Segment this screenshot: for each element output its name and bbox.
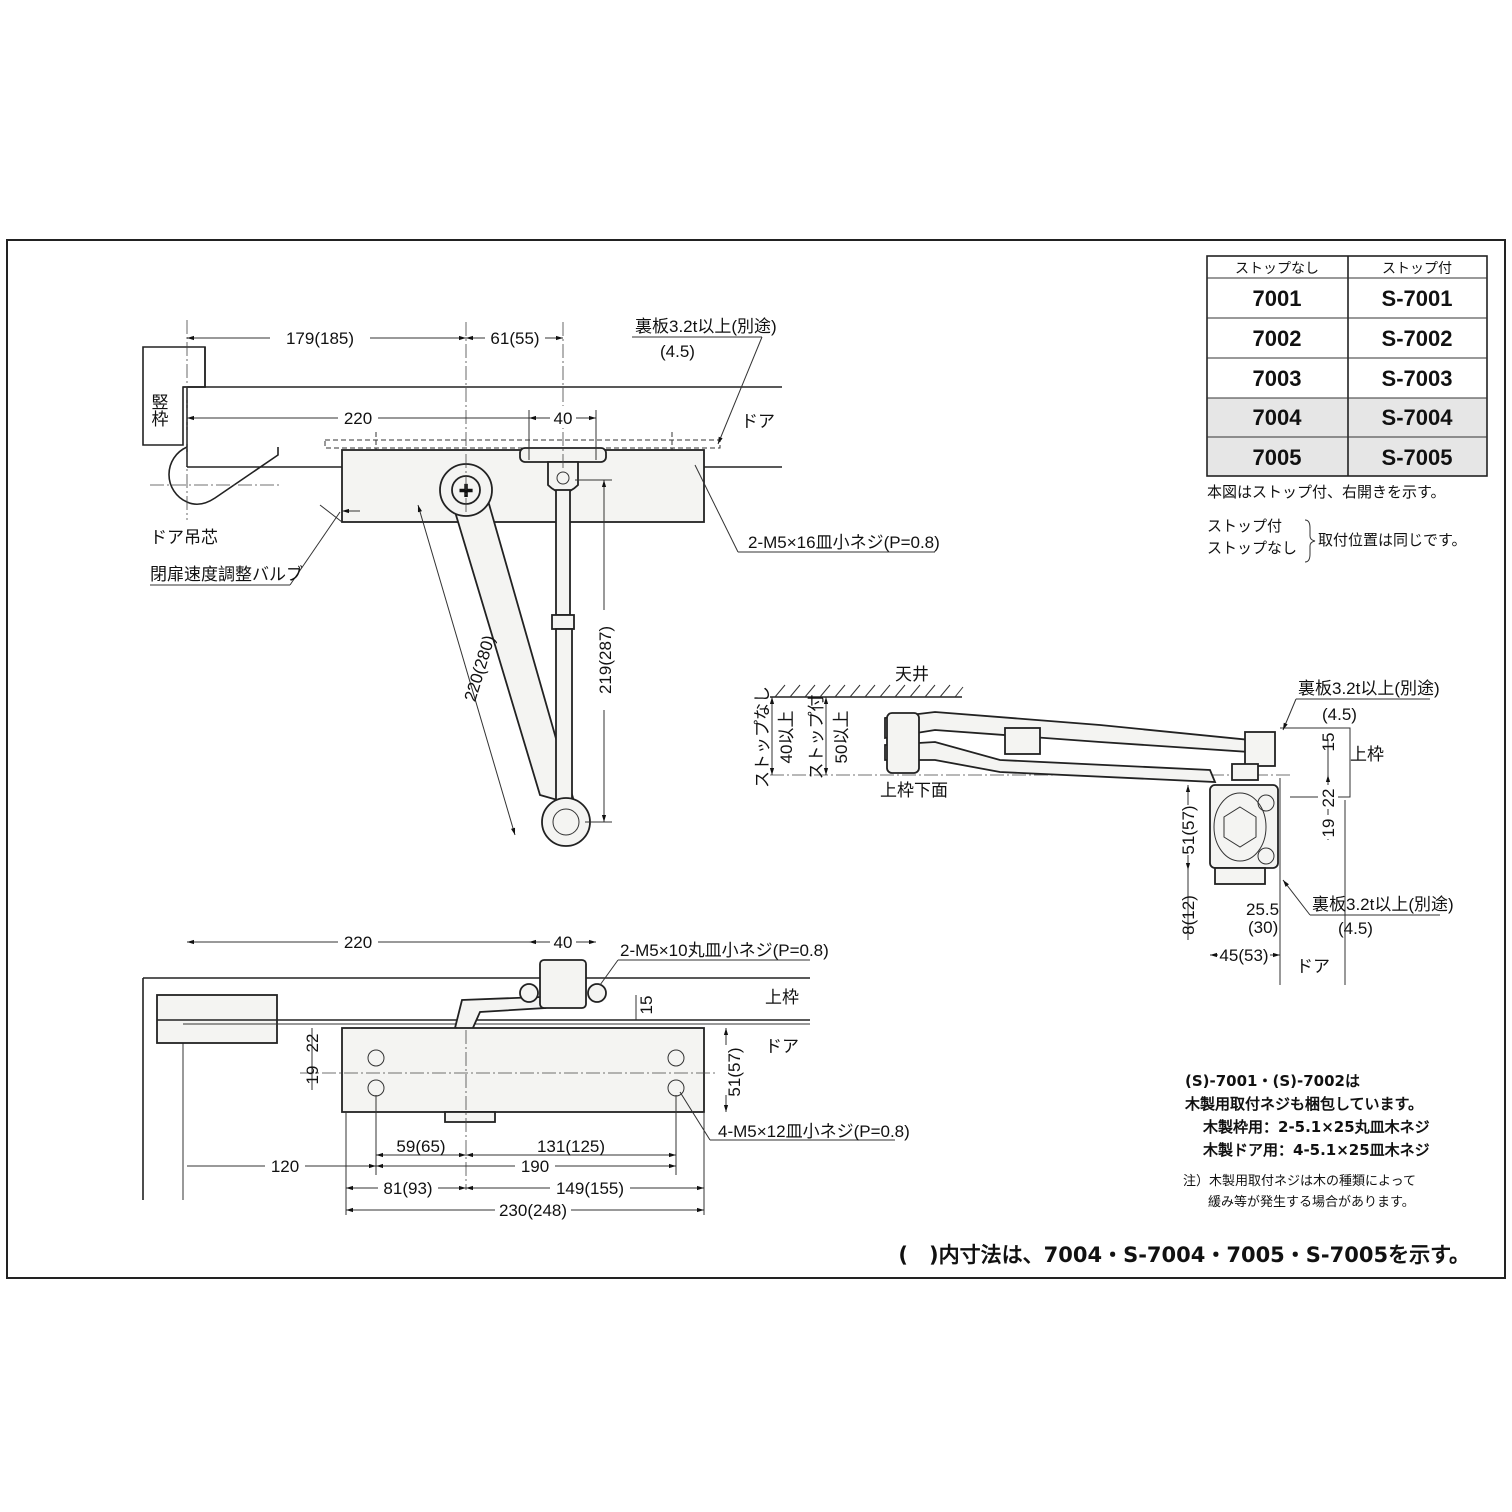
front-dim-230: 230(248) [499, 1201, 567, 1220]
screw-label: 2-M5×16皿小ネジ(P=0.8) [748, 533, 940, 552]
wood-line1: 木製用取付ネジも梱包しています。 [1184, 1095, 1423, 1113]
wood-title: (S)-7001・(S)-7002は [1185, 1072, 1360, 1090]
side-back-plate2-alt: (4.5) [1338, 919, 1373, 938]
same-position-note: 取付位置は同じです。 [1318, 531, 1467, 549]
table-cell: S-7005 [1382, 445, 1453, 470]
front-dim-19: 19 [303, 1066, 322, 1085]
figure-note: 本図はストップ付、右開きを示す。 [1207, 483, 1446, 501]
side-view: 天井 上枠下面 ストップなし 40以上 ストップ付 50以上 上枠 ドア 裏板3… [753, 665, 1454, 985]
dim-rod: 219(287) [596, 626, 615, 694]
side-back-plate: 裏板3.2t以上(別途) [1298, 678, 1440, 698]
side-dim-25-alt: (30) [1248, 918, 1278, 937]
jamb-label: 竪枠 [149, 393, 169, 427]
front-dim-190: 190 [521, 1157, 549, 1176]
back-plate-label: 裏板3.2t以上(別途) [635, 316, 777, 336]
dim-61: 61(55) [490, 329, 539, 348]
front-hinge [156, 994, 278, 1044]
caution-1: 注）木製用取付ネジは木の種類によって [1183, 1173, 1416, 1189]
stop-with-label: ストップ付 [1207, 517, 1282, 535]
front-door-label: ドア [765, 1037, 799, 1056]
side-dim-25: 25.5 [1246, 900, 1279, 919]
wood-door: 木製ドア用：4-5.1×25皿木ネジ [1202, 1141, 1430, 1159]
side-frame-label: 上枠 [1350, 745, 1384, 764]
frame-bottom-label: 上枠下面 [880, 781, 948, 800]
front-dim-59: 59(65) [396, 1137, 445, 1156]
dim-220: 220 [344, 409, 372, 428]
footer-note: ( )内寸法は、7004・S-7004・7005・S-7005を示す。 [898, 1243, 1470, 1267]
no-stop-min: 40以上 [777, 711, 796, 764]
side-dim-51: 51(57) [1179, 805, 1198, 854]
side-dim-15: 15 [1319, 733, 1338, 752]
drawing-border [6, 239, 1506, 1279]
hinge [168, 446, 279, 506]
front-dim-220: 220 [344, 933, 372, 952]
front-frame-label: 上枠 [765, 988, 799, 1007]
brace [1304, 519, 1316, 563]
front-dim-22: 22 [303, 1034, 322, 1053]
wood-screw-notes: (S)-7001・(S)-7002は 木製用取付ネジも梱包しています。 木製枠用… [1183, 1072, 1430, 1210]
valve-label: 閉扉速度調整バルブ [150, 564, 303, 584]
front-dim-149: 149(155) [556, 1179, 624, 1198]
front-body [341, 1027, 705, 1113]
plan-view: 竪枠 ドア ドア吊芯 閉扉速度調整バルブ ✚ [142, 316, 940, 847]
table-cell: 7004 [1253, 405, 1303, 430]
table-cell: 7002 [1253, 326, 1302, 351]
model-table: ストップなし ストップ付 7001 S-7001 7002 S-7002 700… [1206, 255, 1488, 477]
table-cell: 7001 [1253, 286, 1302, 311]
stop-without-label: ストップなし [1207, 539, 1297, 557]
door-label: ドア [741, 412, 775, 431]
front-screw-body: 4-M5×12皿小ネジ(P=0.8) [718, 1122, 910, 1141]
table-cell: 7005 [1253, 445, 1302, 470]
front-view: 上枠 ドア 220 40 2-M5×10丸皿小ネジ(P=0.8) 15 22 1… [142, 931, 910, 1221]
front-dim-131: 131(125) [537, 1137, 605, 1156]
with-stop-min: 50以上 [832, 711, 851, 764]
screw-icon: ✚ [458, 481, 473, 502]
side-back-plate2: 裏板3.2t以上(別途) [1312, 894, 1454, 914]
table-cell: S-7001 [1382, 286, 1453, 311]
table-cell: 7003 [1253, 366, 1302, 391]
side-back-plate-alt: (4.5) [1322, 705, 1357, 724]
front-dim-120: 120 [271, 1157, 299, 1176]
with-stop-label: ストップ付 [807, 695, 826, 780]
front-dim-15: 15 [637, 996, 656, 1015]
front-dim-81: 81(93) [383, 1179, 432, 1198]
table-header-no-stop: ストップなし [1235, 261, 1319, 277]
side-dim-19: 19 [1319, 819, 1338, 838]
side-dim-22: 22 [1319, 789, 1338, 808]
table-header-with-stop: ストップ付 [1382, 261, 1452, 277]
table-cell: S-7004 [1382, 405, 1454, 430]
wood-frame: 木製枠用：2-5.1×25丸皿木ネジ [1202, 1118, 1430, 1136]
front-screw-top: 2-M5×10丸皿小ネジ(P=0.8) [620, 941, 829, 960]
no-stop-label: ストップなし [753, 686, 772, 788]
front-dim-40: 40 [554, 933, 573, 952]
side-door-label: ドア [1296, 957, 1330, 976]
front-dim-51: 51(57) [725, 1047, 744, 1096]
back-plate-alt: (4.5) [660, 342, 695, 361]
ceiling-label: 天井 [895, 665, 929, 684]
side-body [1209, 784, 1279, 869]
caution-2: 緩み等が発生する場合があります。 [1208, 1194, 1415, 1210]
hinge-center-label: ドア吊芯 [150, 528, 218, 547]
side-dim-45: 45(53) [1219, 946, 1268, 965]
front-bracket [539, 959, 587, 1009]
dim-40: 40 [554, 409, 573, 428]
side-dim-8: 8(12) [1179, 895, 1198, 935]
table-cell: S-7002 [1382, 326, 1453, 351]
table-cell: S-7003 [1382, 366, 1453, 391]
rod [555, 489, 571, 616]
dim-179: 179(185) [286, 329, 354, 348]
